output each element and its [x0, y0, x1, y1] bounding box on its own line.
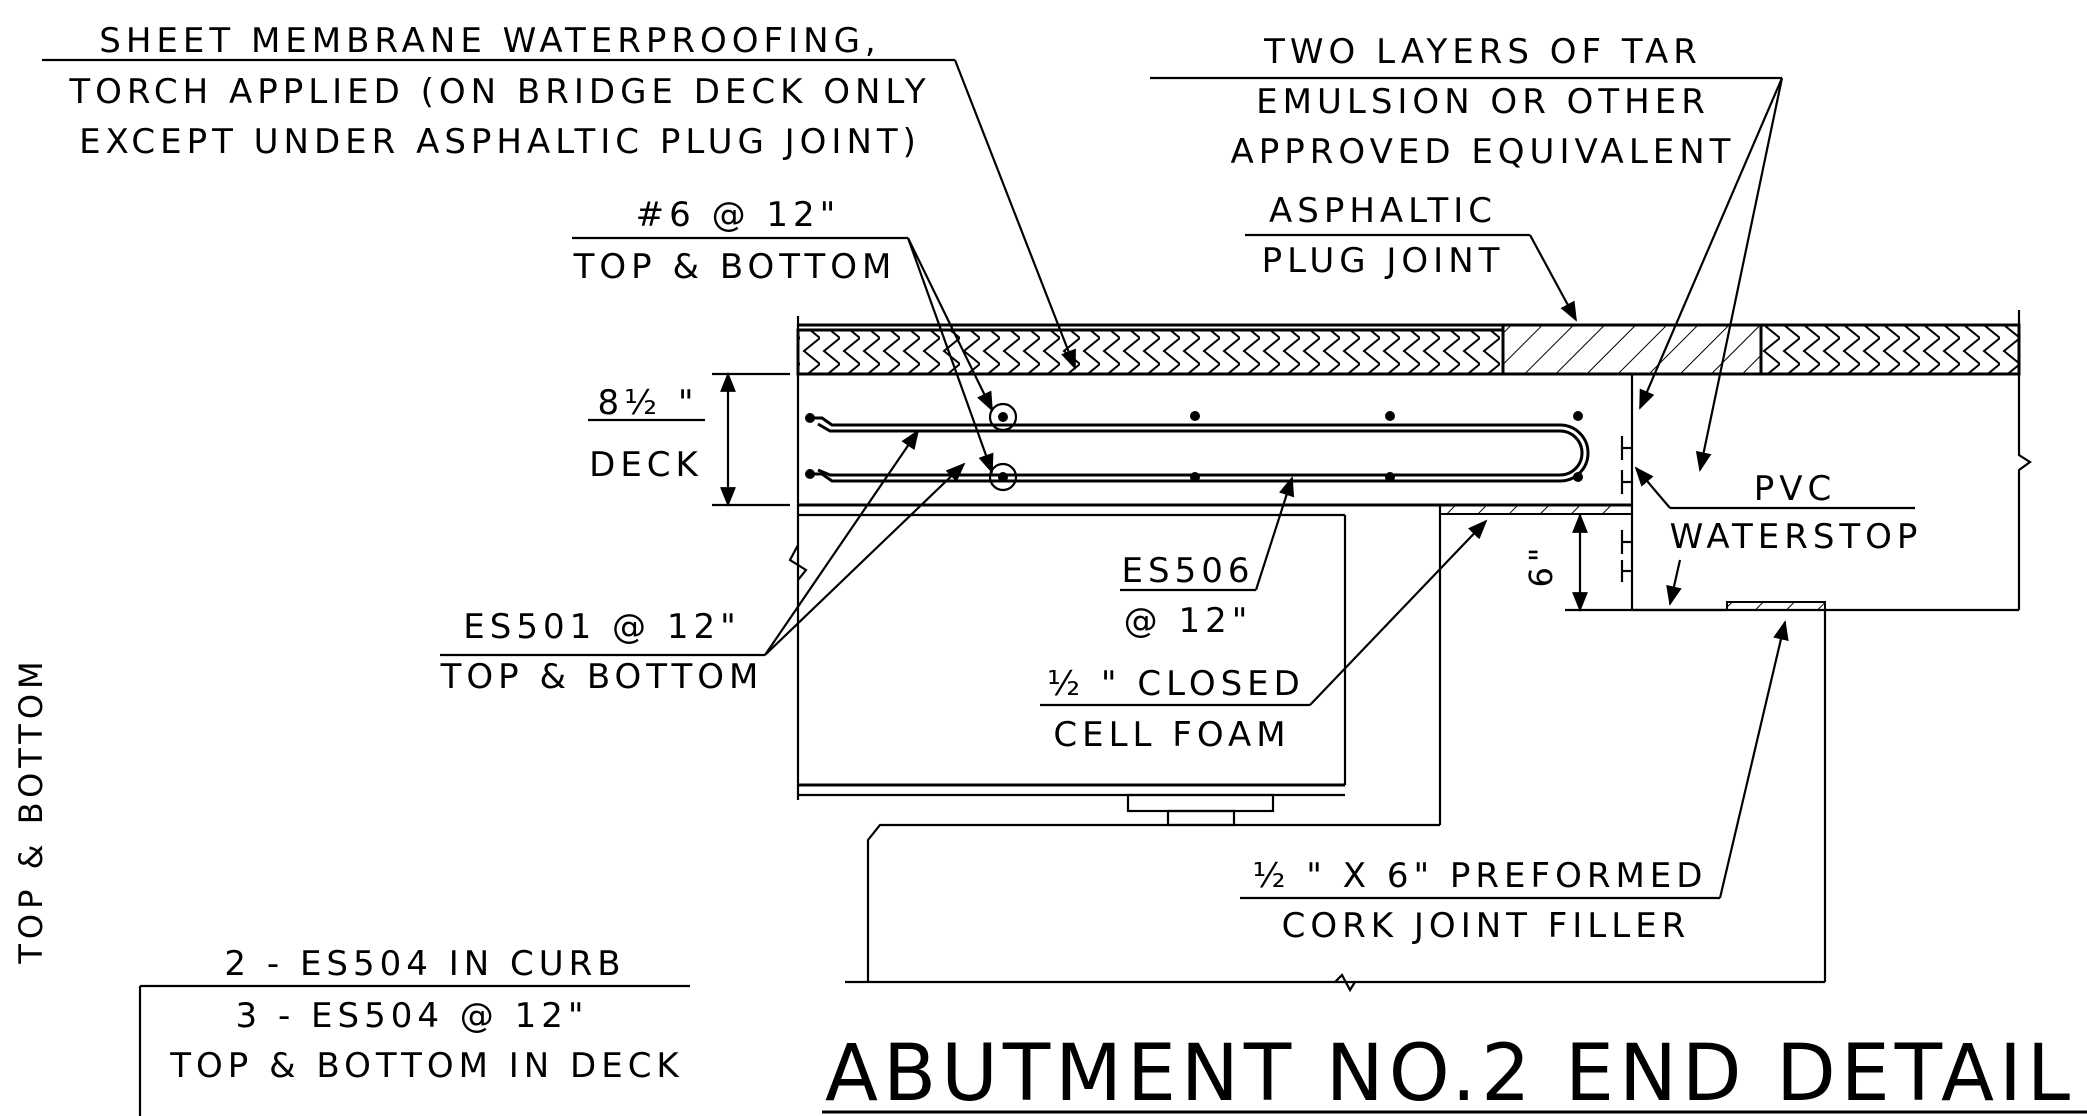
- svg-text:TORCH APPLIED (ON BRIDGE DECK: TORCH APPLIED (ON BRIDGE DECK ONLY: [68, 72, 930, 112]
- six-inch-dimension: [1565, 513, 1632, 612]
- svg-text:½ " X 6" PREFORMED: ½ " X 6" PREFORMED: [1253, 856, 1708, 896]
- svg-text:PVC: PVC: [1754, 469, 1837, 509]
- svg-text:CELL FOAM: CELL FOAM: [1053, 715, 1290, 755]
- svg-text:APPROVED EQUIVALENT: APPROVED EQUIVALENT: [1231, 132, 1736, 172]
- note-membrane: SHEET MEMBRANE WATERPROOFING, TORCH APPL…: [68, 21, 930, 162]
- svg-text:PLUG JOINT: PLUG JOINT: [1262, 241, 1505, 281]
- leaders: [42, 58, 2087, 1116]
- note-es501: ES501 @ 12" TOP & BOTTOM: [440, 607, 764, 697]
- svg-text:TOP & BOTTOM: TOP & BOTTOM: [440, 657, 764, 697]
- waterstop-ribs: [1620, 436, 1632, 582]
- svg-text:SHEET MEMBRANE WATERPROOFING,: SHEET MEMBRANE WATERPROOFING,: [99, 21, 880, 61]
- svg-text:ES501 @ 12": ES501 @ 12": [463, 607, 740, 647]
- note-plug-joint: ASPHALTIC PLUG JOINT: [1262, 191, 1505, 281]
- note-closed-cell-foam: ½ " CLOSED CELL FOAM: [1047, 664, 1305, 755]
- svg-text:@ 12": @ 12": [1124, 601, 1253, 641]
- svg-text:TOP & BOTTOM IN DECK: TOP & BOTTOM IN DECK: [169, 1046, 683, 1086]
- note-es506: ES506 @ 12": [1122, 551, 1255, 641]
- svg-text:DECK: DECK: [589, 445, 703, 485]
- deck-dimension: [712, 372, 790, 507]
- note-bar6: #6 @ 12" TOP & BOTTOM: [573, 195, 897, 287]
- side-note-top-bottom: TOP & BOTTOM: [12, 656, 50, 964]
- note-cork-filler: ½ " X 6" PREFORMED CORK JOINT FILLER: [1253, 856, 1708, 946]
- svg-text:ASPHALTIC: ASPHALTIC: [1269, 191, 1497, 231]
- note-tar: TWO LAYERS OF TAR EMULSION OR OTHER APPR…: [1231, 32, 1736, 172]
- svg-text:8½ ": 8½ ": [597, 383, 698, 423]
- svg-text:½ " CLOSED: ½ " CLOSED: [1047, 664, 1305, 704]
- rebar-group: [805, 402, 1590, 492]
- deck-slab: [788, 372, 2032, 800]
- note-deck: 8½ " DECK: [589, 383, 703, 485]
- svg-text:#6 @ 12": #6 @ 12": [636, 195, 841, 235]
- note-pvc-waterstop: PVC WATERSTOP: [1670, 469, 1923, 557]
- deck-surfacing: [796, 310, 2021, 376]
- drawing-title: ABUTMENT NO.2 END DETAIL: [825, 1029, 2075, 1116]
- note-es504: 2 - ES504 IN CURB 3 - ES504 @ 12" TOP & …: [169, 944, 683, 1086]
- svg-text:ES506: ES506: [1122, 551, 1255, 591]
- svg-text:3 - ES504 @ 12": 3 - ES504 @ 12": [236, 996, 589, 1036]
- svg-text:WATERSTOP: WATERSTOP: [1670, 517, 1923, 557]
- svg-text:TWO LAYERS OF TAR: TWO LAYERS OF TAR: [1263, 32, 1702, 72]
- svg-text:TOP & BOTTOM: TOP & BOTTOM: [573, 247, 897, 287]
- svg-text:EMULSION OR OTHER: EMULSION OR OTHER: [1256, 82, 1710, 122]
- dimension-label-six: 6": [1522, 542, 1560, 587]
- svg-text:EXCEPT UNDER ASPHALTIC PLUG JO: EXCEPT UNDER ASPHALTIC PLUG JOINT): [79, 122, 921, 162]
- svg-text:CORK JOINT FILLER: CORK JOINT FILLER: [1282, 906, 1691, 946]
- abutment: [845, 504, 1827, 993]
- svg-text:2 - ES504 IN CURB: 2 - ES504 IN CURB: [224, 944, 625, 984]
